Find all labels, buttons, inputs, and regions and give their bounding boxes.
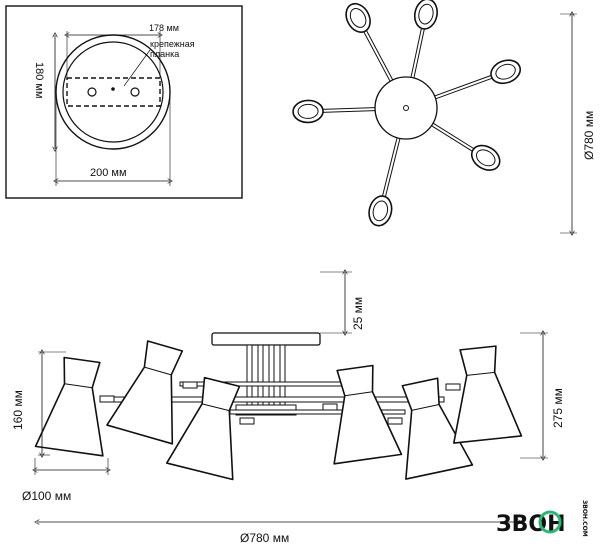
top-view-shade-inner <box>297 103 319 119</box>
side-shade <box>401 377 474 480</box>
top-view: Ø780 мм <box>292 0 596 233</box>
mount-height-label: 180 мм <box>33 62 45 99</box>
side-shade-rim <box>344 391 373 397</box>
mount-detail-panel: 178 мм крепежная планка 180 мм 200 мм <box>5 5 243 199</box>
top-view-shade-inner <box>349 8 367 28</box>
plank-width-label: 178 мм <box>149 23 179 33</box>
shade-diameter-label: Ø100 мм <box>22 489 71 503</box>
side-shade <box>333 364 403 465</box>
side-shades <box>34 340 523 481</box>
mount-inner-circle <box>62 41 164 143</box>
side-shade-joint <box>99 395 115 403</box>
plank-hole-left <box>87 87 97 97</box>
plank-leader-line <box>123 49 151 87</box>
side-shade <box>106 340 184 445</box>
top-view-diameter-label: Ø780 мм <box>582 111 596 160</box>
plank-caption-line1: крепежная <box>150 39 195 49</box>
side-shade-rim <box>411 404 440 411</box>
plank-center-dot <box>111 87 115 91</box>
top-view-shade <box>490 59 521 85</box>
side-shade <box>34 356 104 457</box>
plank-hole-right <box>130 87 140 97</box>
top-view-shade <box>368 195 393 227</box>
side-shade-joint <box>182 381 198 389</box>
side-shade-body <box>165 376 241 481</box>
top-view-shade-inner <box>475 149 496 167</box>
total-diameter-label: Ø780 мм <box>240 531 289 545</box>
top-view-shade-inner <box>418 3 434 25</box>
side-shade-body <box>106 340 184 445</box>
top-view-shade <box>345 2 371 33</box>
side-shade-body <box>453 345 523 444</box>
side-view: 25 мм 160 мм Ø100 мм 275 мм Ø780 мм <box>11 272 565 545</box>
side-canopy <box>211 332 321 346</box>
canopy-height-label: 25 мм <box>351 297 365 330</box>
power-icon <box>538 510 562 534</box>
side-shade <box>453 345 523 444</box>
side-shade-joint <box>239 417 255 425</box>
side-shade-rim <box>64 383 93 389</box>
shade-height-label: 160 мм <box>11 390 25 430</box>
brand-side-text: ЗВОН.COM <box>581 500 588 537</box>
top-view-shade <box>470 144 501 171</box>
side-shade-joint <box>322 403 338 411</box>
side-shade-body <box>34 356 104 457</box>
brand-logo: ЗВОН ЗВОН.COM <box>496 500 588 537</box>
side-shade-rim <box>202 403 230 412</box>
side-shade-rim <box>466 371 495 376</box>
mounting-plank <box>66 77 161 107</box>
top-view-canopy-center <box>403 105 409 111</box>
top-view-shade-inner <box>372 200 389 222</box>
side-shade <box>165 376 241 481</box>
side-shade-joint <box>387 417 403 425</box>
brand-logo-text: ЗВОН <box>496 512 566 537</box>
top-view-shade-inner <box>495 63 516 80</box>
plank-caption-line2: планка <box>150 49 179 59</box>
side-shade-joint <box>445 383 461 391</box>
mount-width-label: 200 мм <box>90 167 127 179</box>
total-height-label: 275 мм <box>551 388 565 428</box>
top-view-shade <box>292 99 324 124</box>
side-shade-rim <box>144 366 172 376</box>
